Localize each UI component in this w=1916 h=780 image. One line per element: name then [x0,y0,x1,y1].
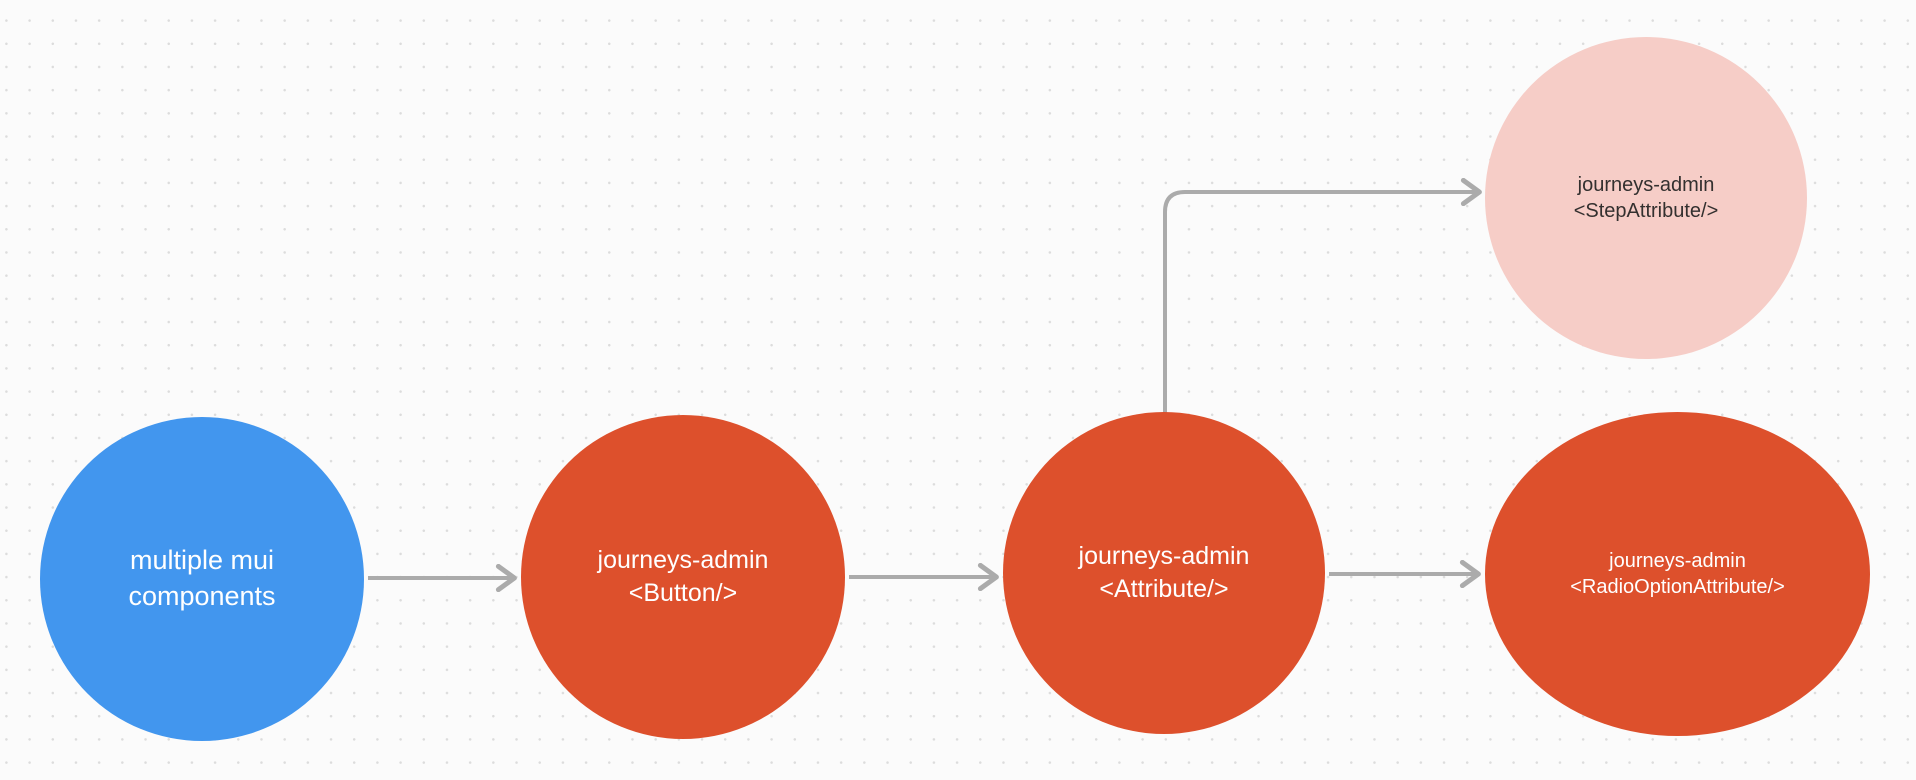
node-label-journeys-admin-attribute: journeys-admin <Attribute/> [1078,542,1250,603]
node-label-multiple-mui-components: multiple mui components [128,545,276,611]
node-journeys-admin-radiooptionattribute[interactable]: journeys-admin <RadioOptionAttribute/> [1485,412,1870,736]
node-multiple-mui-components[interactable]: multiple mui components [40,417,364,741]
edge-attribute-to-stepattribute [1163,192,1479,416]
node-journeys-admin-attribute[interactable]: journeys-admin <Attribute/> [1003,412,1325,734]
node-label-journeys-admin-button: journeys-admin <Button/> [597,546,769,607]
node-journeys-admin-stepattribute[interactable]: journeys-admin <StepAttribute/> [1485,37,1807,359]
node-label-journeys-admin-radiooptionattribute: journeys-admin <RadioOptionAttribute/> [1570,549,1785,598]
node-label-journeys-admin-stepattribute: journeys-admin <StepAttribute/> [1573,173,1719,222]
node-journeys-admin-button[interactable]: journeys-admin <Button/> [521,415,845,739]
